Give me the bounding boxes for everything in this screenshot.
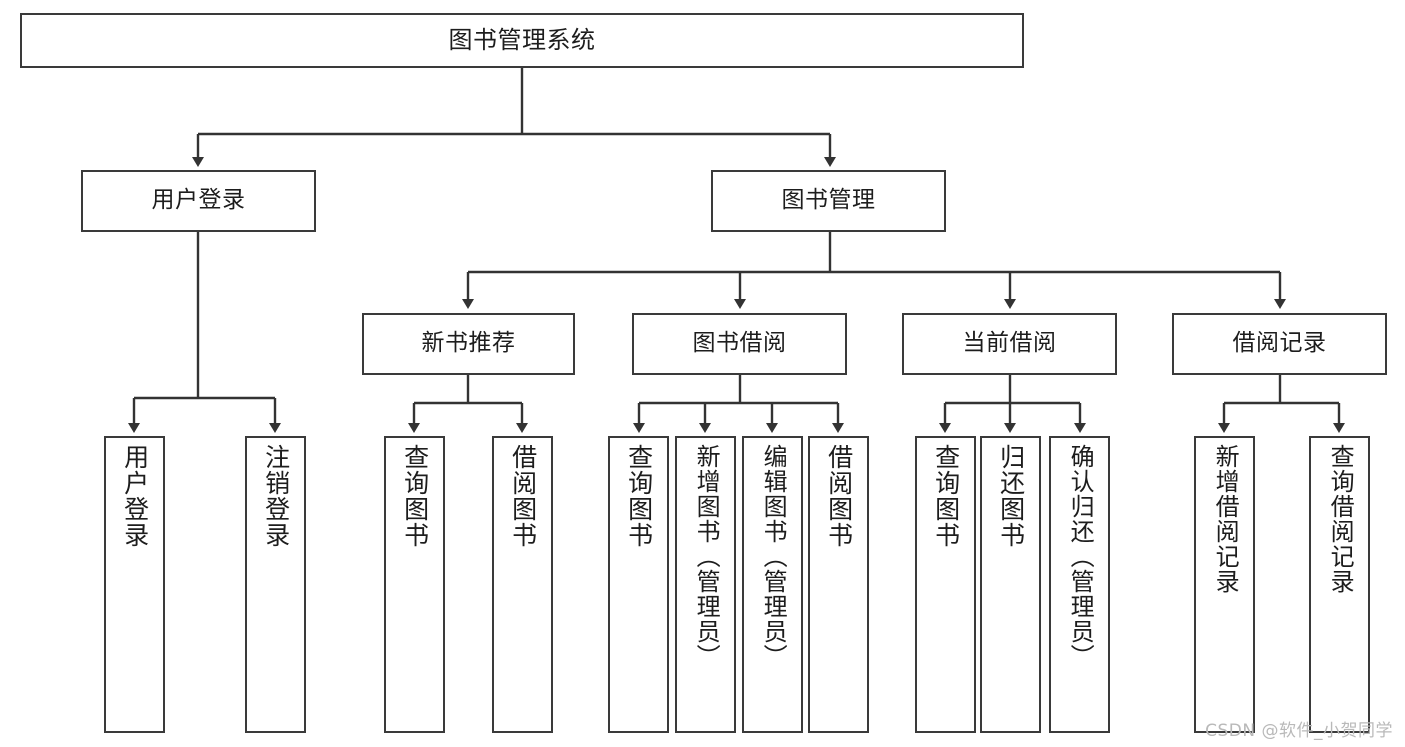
node-label: 用户登录 <box>120 444 150 548</box>
leaf-add-borrow-record[interactable]: 新增借阅记录 <box>1194 436 1255 733</box>
leaf-edit-book-admin[interactable]: 编辑图书（管理员） <box>742 436 803 733</box>
leaf-query-borrow-record[interactable]: 查询借阅记录 <box>1309 436 1370 733</box>
node-label: 注销登录 <box>261 444 291 548</box>
leaf-user-logout[interactable]: 注销登录 <box>245 436 306 733</box>
leaf-user-login[interactable]: 用户登录 <box>104 436 165 733</box>
node-label: 图书管理 <box>781 187 876 214</box>
node-label: 用户登录 <box>151 187 246 214</box>
leaf-borrow-book-new-recommendation[interactable]: 借阅图书 <box>492 436 553 733</box>
leaf-query-book-borrow[interactable]: 查询图书 <box>608 436 669 733</box>
node-label: 编辑图书（管理员） <box>759 444 788 669</box>
leaf-add-book-admin[interactable]: 新增图书（管理员） <box>675 436 736 733</box>
node-label: 新增图书（管理员） <box>692 444 721 669</box>
leaf-confirm-return-admin[interactable]: 确认归还（管理员） <box>1049 436 1110 733</box>
node-book-borrow[interactable]: 图书借阅 <box>632 313 847 375</box>
leaf-query-book-current-borrow[interactable]: 查询图书 <box>915 436 976 733</box>
node-current-borrow[interactable]: 当前借阅 <box>902 313 1117 375</box>
node-label: 确认归还（管理员） <box>1066 444 1095 669</box>
node-label: 查询图书 <box>931 444 961 548</box>
node-label: 借阅图书 <box>824 444 854 548</box>
leaf-query-book-new-recommendation[interactable]: 查询图书 <box>384 436 445 733</box>
leaf-borrow-book[interactable]: 借阅图书 <box>808 436 869 733</box>
node-label: 查询图书 <box>624 444 654 548</box>
node-label: 新增借阅记录 <box>1211 444 1240 594</box>
node-label: 新书推荐 <box>421 330 516 357</box>
node-label: 查询借阅记录 <box>1326 444 1355 594</box>
node-user-login[interactable]: 用户登录 <box>81 170 316 232</box>
leaf-return-book[interactable]: 归还图书 <box>980 436 1041 733</box>
node-root-book-management-system[interactable]: 图书管理系统 <box>20 13 1024 68</box>
node-label: 借阅图书 <box>508 444 538 548</box>
node-label: 借阅记录 <box>1232 330 1327 357</box>
node-book-management[interactable]: 图书管理 <box>711 170 946 232</box>
csdn-watermark: CSDN @软件_小贺同学 <box>1205 721 1393 741</box>
node-borrow-record[interactable]: 借阅记录 <box>1172 313 1387 375</box>
node-label: 查询图书 <box>400 444 430 548</box>
node-new-book-recommendation[interactable]: 新书推荐 <box>362 313 575 375</box>
node-label: 归还图书 <box>996 444 1026 548</box>
node-label: 图书管理系统 <box>448 26 596 55</box>
node-label: 当前借阅 <box>962 330 1057 357</box>
node-label: 图书借阅 <box>692 330 787 357</box>
